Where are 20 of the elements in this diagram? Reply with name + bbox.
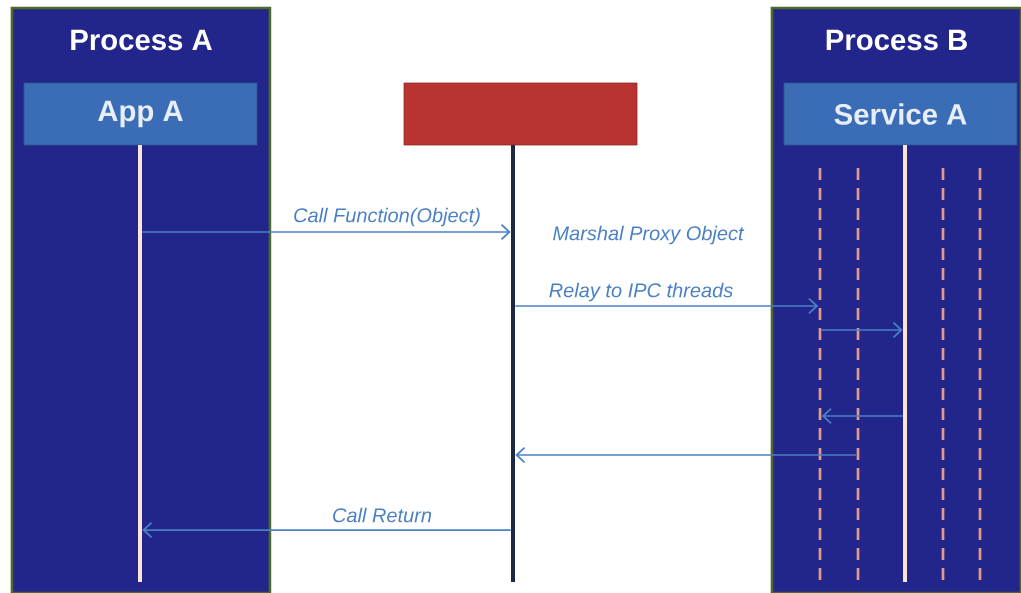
edge-label: Relay to IPC threads (549, 282, 733, 302)
arrow (141, 223, 511, 241)
thread-line (818, 168, 822, 582)
arrow (820, 321, 903, 339)
arrow (514, 297, 819, 315)
arrow (142, 521, 512, 539)
note: Marshal Proxy Object (553, 225, 745, 245)
arrow (515, 446, 858, 464)
participant-box (403, 82, 638, 146)
edge-label: Call Function(Object) (294, 207, 480, 227)
lifeline (138, 145, 142, 582)
participant-box: Service A (783, 82, 1018, 146)
edge-label: Call Return (333, 507, 432, 523)
thread-line (856, 168, 860, 582)
participant-box: App A (23, 82, 258, 146)
thread-line (941, 168, 945, 582)
thread-line (978, 168, 982, 582)
lifeline (511, 145, 515, 582)
lifeline (903, 145, 907, 582)
arrow (821, 407, 904, 425)
